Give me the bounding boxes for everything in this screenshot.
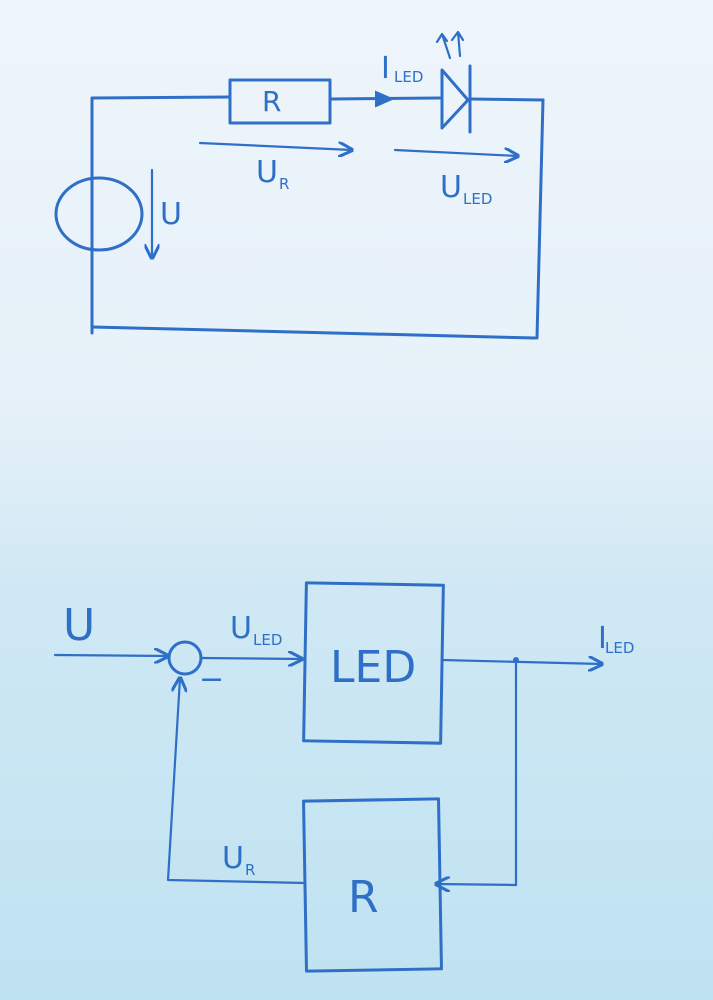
led-voltage-arrow — [393, 150, 518, 156]
circuit-resistor-label: R — [262, 85, 281, 118]
feedback-label: U — [222, 841, 244, 876]
circuit-resistor — [228, 78, 332, 125]
input-signal-label: U — [63, 600, 95, 651]
feedback-sub: R — [245, 861, 255, 879]
circuit-diagram: R I LED U R U LED U — [54, 30, 545, 340]
led-block — [302, 581, 445, 745]
output-arrow — [440, 660, 602, 664]
summing-junction — [167, 640, 203, 676]
output-label: I — [598, 621, 607, 656]
resistor-voltage-arrow — [198, 143, 352, 150]
resistor-block — [302, 797, 443, 973]
feedback-into-resistor-arrow — [436, 884, 518, 885]
led-input-sub: LED — [253, 631, 282, 649]
led-voltage-label: U — [440, 170, 462, 205]
circuit-wire-bottom — [90, 325, 537, 340]
led-input-arrow — [200, 658, 302, 659]
resistor-voltage-sub: R — [279, 175, 289, 193]
input-arrow — [53, 655, 168, 656]
source-voltage-label: U — [160, 197, 182, 232]
circuit-current-label: I — [381, 51, 390, 86]
led-emission-arrow-2 — [450, 30, 465, 58]
resistor-voltage-label: U — [256, 155, 278, 190]
resistor-block-label: R — [348, 872, 379, 923]
block-diagram: U − U LED LED I LED R U R — [53, 581, 634, 973]
circuit-wire-right — [535, 98, 545, 340]
voltage-source-symbol — [54, 176, 144, 252]
circuit-wire-top-left — [90, 95, 232, 100]
summing-sign: − — [199, 662, 224, 697]
circuit-current-sub: LED — [394, 68, 423, 86]
led-diode-symbol — [440, 68, 470, 130]
led-emission-arrow-1 — [435, 32, 452, 60]
led-input-label: U — [230, 611, 252, 646]
output-sub: LED — [605, 639, 634, 657]
led-block-label: LED — [330, 642, 416, 693]
circuit-wire-led-right — [468, 97, 545, 102]
circuit-current-arrow — [375, 90, 395, 108]
led-voltage-sub: LED — [463, 190, 492, 208]
feedback-return-wire — [166, 678, 307, 885]
